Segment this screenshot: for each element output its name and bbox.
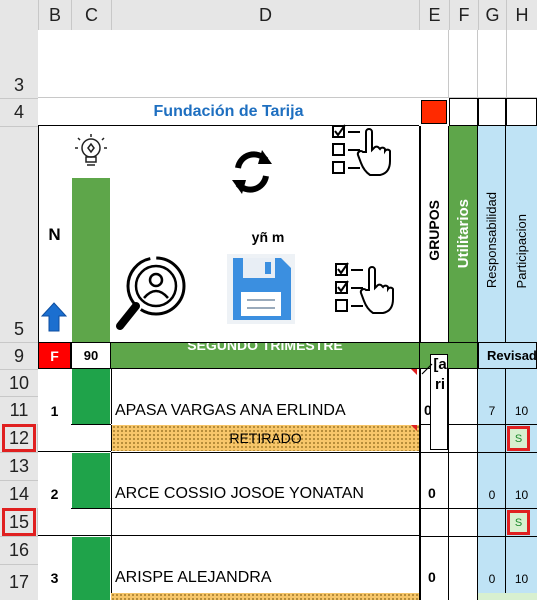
student-1-participacion[interactable]: 10 (514, 404, 529, 418)
cell-h4[interactable] (506, 98, 537, 126)
student-1-name-cell[interactable] (111, 369, 419, 424)
row-header-16[interactable]: 16 (0, 536, 38, 564)
checklist-pointer-icon[interactable] (330, 122, 392, 182)
column-header-b[interactable]: B (38, 0, 71, 30)
row-header-15[interactable]: 15 (2, 508, 36, 536)
select-all-corner[interactable] (0, 0, 38, 30)
row-header-11[interactable]: 11 (0, 396, 38, 424)
student-1-name: APASA VARGAS ANA ERLINDA (115, 402, 346, 419)
student-2-number: 2 (50, 486, 59, 502)
n-label: N (48, 225, 61, 244)
student-1-number: 1 (50, 403, 59, 419)
checklist-pointer-icon-2[interactable] (333, 258, 395, 318)
cell-ef9[interactable] (419, 342, 478, 369)
f-cell[interactable]: F (38, 342, 71, 369)
responsabilidad-label: Responsabilidad (484, 191, 499, 288)
row-header-17[interactable]: 17 (0, 564, 38, 600)
student-1-number-cell[interactable] (38, 369, 71, 452)
student-1-grupos: 0 (424, 402, 432, 418)
participacion-label: Participacion (514, 213, 529, 288)
refresh-icon[interactable] (226, 142, 278, 202)
utilitarios-label: Utilitarios (454, 199, 472, 269)
student-3-green-cell[interactable] (72, 537, 110, 600)
student-2-responsabilidad[interactable]: 0 (488, 488, 496, 502)
row-header-13[interactable]: 13 (0, 452, 38, 480)
row-header-4[interactable]: 4 (0, 98, 38, 126)
count-cell[interactable]: 90 (71, 342, 111, 369)
student-3-number: 3 (50, 570, 59, 586)
student-1-status[interactable]: RETIRADO (111, 425, 419, 451)
student-2-name-cell[interactable] (111, 452, 419, 508)
student-2-participacion-flag[interactable]: S (507, 510, 530, 535)
student-2-c-sub[interactable] (71, 508, 111, 536)
green-column-c-bar (72, 178, 110, 342)
responsabilidad-column (478, 369, 506, 600)
comment-arrow-icon (421, 363, 433, 375)
header-block (38, 126, 419, 342)
row-header-10[interactable]: 10 (0, 369, 38, 396)
student-2-grupos: 0 (428, 485, 436, 501)
student-1-participacion-flag[interactable]: S (507, 426, 530, 451)
cell-g4[interactable] (478, 98, 506, 126)
student-1-c-sub[interactable] (71, 424, 111, 452)
student-2-number-cell[interactable] (38, 452, 71, 536)
comment-indicator-2[interactable] (411, 369, 417, 375)
org-title: Fundación de Tarija (38, 98, 419, 126)
grupos-label: GRUPOS (426, 199, 442, 261)
student-3-grupos: 0 (428, 569, 436, 585)
column-header-g[interactable]: G (478, 0, 506, 30)
column-header-d[interactable]: D (111, 0, 419, 30)
row-header-12[interactable]: 12 (2, 424, 36, 452)
revisado-cell[interactable]: Revisad (478, 342, 537, 369)
row-header-14[interactable]: 14 (0, 480, 38, 508)
participacion-header[interactable]: Participacion (506, 126, 537, 342)
column-header-f[interactable]: F (449, 0, 478, 30)
student-2-name: ARCE COSSIO JOSOE YONATAN (115, 485, 364, 502)
up-arrow-icon[interactable] (40, 302, 68, 332)
student-2-participacion[interactable]: 10 (514, 488, 529, 502)
student-2-sub-cell[interactable] (111, 508, 419, 536)
row-header-5[interactable]: 5 (0, 126, 38, 342)
grupos-header: GRUPOS (419, 170, 449, 290)
trimestre-label: SEGUNDO TRIMESTRE (187, 342, 343, 353)
student-1-green-cell[interactable] (72, 369, 110, 424)
column-header-h[interactable]: H (506, 0, 537, 30)
cell-f4[interactable] (449, 98, 478, 126)
grupos-header-cell[interactable] (419, 126, 449, 342)
search-user-icon[interactable] (114, 248, 204, 338)
row-header-9[interactable]: 9 (0, 342, 38, 369)
participacion-column (506, 369, 537, 600)
lightbulb-icon[interactable] (72, 132, 110, 174)
student-3-participacion[interactable]: 10 (514, 572, 529, 586)
student-3-responsabilidad[interactable]: 0 (488, 572, 496, 586)
student-3-status-strip (111, 593, 419, 600)
column-header-e[interactable]: E (419, 0, 449, 30)
comment-popup-text: [ari (433, 356, 447, 393)
student-3-name-cell[interactable] (111, 536, 419, 600)
comment-popup[interactable]: [ari (430, 354, 448, 450)
student-3-name: ARISPE ALEJANDRA (115, 569, 272, 586)
row-header-3[interactable]: 3 (0, 30, 38, 98)
ym-label: yñ m (251, 229, 285, 245)
comment-indicator[interactable] (411, 425, 417, 431)
red-status-cell[interactable] (421, 100, 447, 124)
responsabilidad-header[interactable]: Responsabilidad (478, 126, 506, 342)
save-icon[interactable] (227, 254, 295, 324)
revisado-label: Revisad (487, 348, 537, 363)
column-header-c[interactable]: C (71, 0, 111, 30)
trimestre-bar[interactable]: SEGUNDO TRIMESTRE (111, 342, 419, 369)
student-3-sub-strip (478, 593, 537, 600)
student-2-green-cell[interactable] (72, 453, 110, 508)
grupos-column (419, 369, 449, 600)
student-1-responsabilidad[interactable]: 7 (488, 404, 496, 418)
utilitarios-header[interactable]: Utilitarios (449, 126, 478, 342)
utilitarios-column (449, 369, 478, 600)
